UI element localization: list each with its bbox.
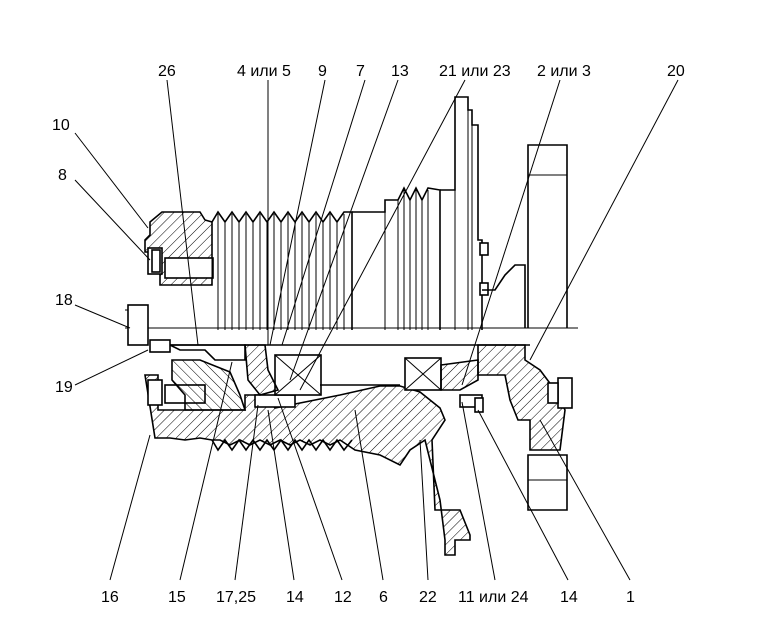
label-17-25: 17,25 xyxy=(216,589,256,606)
right-flange-upper xyxy=(482,144,568,328)
leader-lines xyxy=(74,79,679,581)
label-2-or-3: 2 или 3 xyxy=(537,63,591,80)
bearings-lower xyxy=(149,339,530,411)
label-18: 18 xyxy=(55,292,73,309)
label-20: 20 xyxy=(667,63,685,80)
label-13: 13 xyxy=(391,63,409,80)
part-labels: 26 4 или 5 9 7 13 21 или 23 2 или 3 20 1… xyxy=(52,63,685,606)
label-21-or-23: 21 или 23 xyxy=(439,63,511,80)
right-flange-lower xyxy=(477,344,573,511)
label-9: 9 xyxy=(318,63,327,80)
label-19: 19 xyxy=(55,379,73,396)
label-16: 16 xyxy=(101,589,119,606)
label-14-left: 14 xyxy=(286,589,304,606)
tall-disc xyxy=(440,96,489,330)
label-1: 1 xyxy=(626,589,635,606)
label-12: 12 xyxy=(334,589,352,606)
label-26: 26 xyxy=(158,63,176,80)
label-14-right: 14 xyxy=(560,589,578,606)
label-7: 7 xyxy=(356,63,365,80)
label-22: 22 xyxy=(419,589,437,606)
pulley-upper xyxy=(211,210,353,330)
shaft-upper xyxy=(352,186,441,330)
label-10: 10 xyxy=(52,117,70,134)
label-8: 8 xyxy=(58,167,67,184)
label-6: 6 xyxy=(379,589,388,606)
left-hub-upper xyxy=(144,211,214,286)
label-15: 15 xyxy=(168,589,186,606)
label-11-or-24: 11 или 24 xyxy=(458,589,529,606)
label-4-or-5: 4 или 5 xyxy=(237,63,291,80)
